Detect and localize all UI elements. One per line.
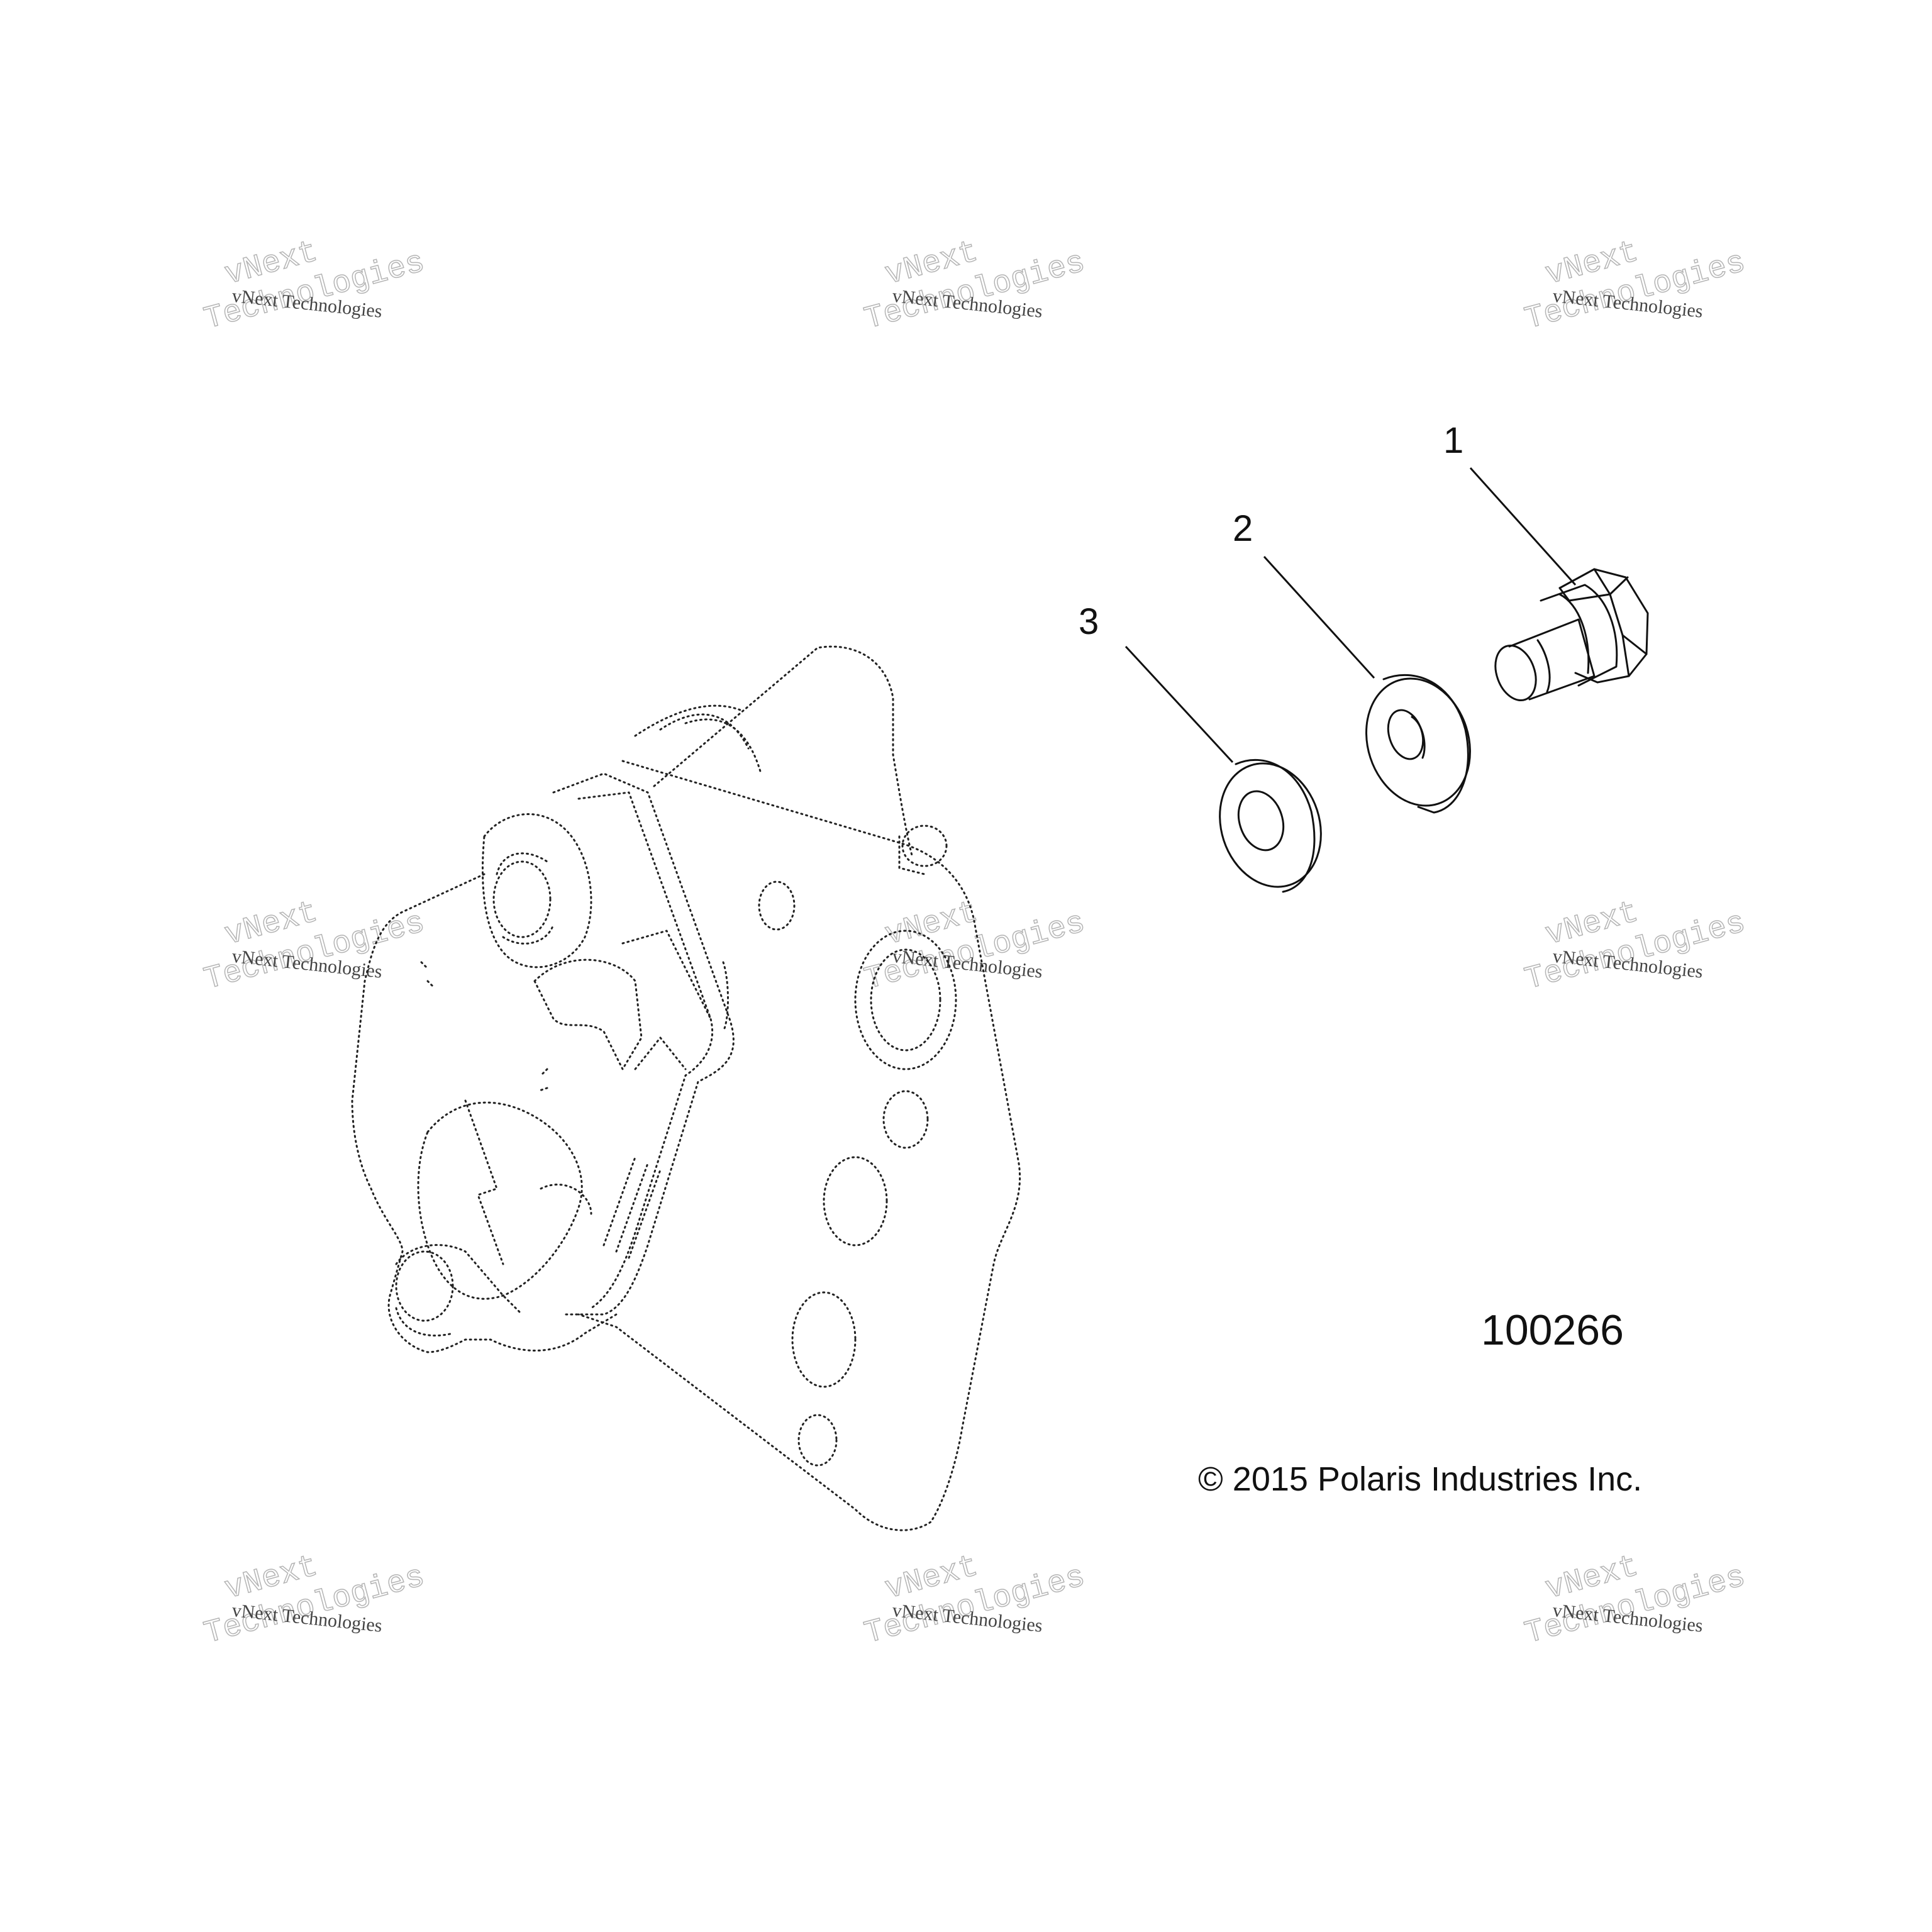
slide-pin-upper <box>492 860 552 938</box>
caliper-housing-groove <box>464 1099 592 1265</box>
caliper-detail-marks <box>536 1068 548 1092</box>
caliper-piston-ridges <box>634 704 762 775</box>
washer-3-hole <box>1237 790 1285 852</box>
leader-line-3 <box>1124 645 1234 763</box>
bolt-thread-line <box>1536 639 1551 693</box>
caliper-cutout <box>533 958 643 1070</box>
bolt-hex-top <box>1558 587 1611 602</box>
callouts: 1 2 3 <box>1079 420 1577 763</box>
bracket-hole <box>797 1414 838 1467</box>
watermark: vNext Technologies vNext Technologies <box>1521 234 1750 338</box>
washer-2-hole-edge <box>1411 716 1426 759</box>
washer-2-face <box>1365 677 1471 807</box>
pin-housing-lower <box>395 1244 523 1337</box>
watermark: vNext Technologies vNext Technologies <box>200 234 429 338</box>
watermark: vNext Technologies vNext Technologies <box>1521 1548 1750 1653</box>
bolt-tip <box>1494 644 1537 702</box>
caliper-detail-marks <box>420 961 435 989</box>
bolt-hex-facets <box>1593 568 1648 677</box>
bracket-hole <box>854 930 957 1070</box>
washer-3-thickness <box>1235 758 1316 893</box>
watermark: vNext Technologies vNext Technologies <box>200 894 429 999</box>
figure-number: 100266 <box>1481 1306 1624 1354</box>
watermark: vNext Technologies vNext Technologies <box>860 1548 1089 1653</box>
leader-line-2 <box>1263 555 1375 679</box>
bolt-shank <box>1508 618 1596 701</box>
pin-housing-upper <box>481 813 592 969</box>
bolt-flange-edge <box>1558 593 1590 674</box>
copyright-notice: © 2015 Polaris Industries Inc. <box>1198 1460 1642 1498</box>
mounting-bracket <box>577 760 1021 1531</box>
caliper-housing-inner <box>417 1101 583 1300</box>
spacer-washer-part <box>1365 674 1471 814</box>
brake-pad-friction <box>602 930 712 1259</box>
slide-pin-lower <box>395 1250 454 1322</box>
watermark: vNext Technologies vNext Technologies <box>200 1548 429 1653</box>
bolt-hex-head <box>1558 568 1649 684</box>
brake-caliper-drawing <box>351 645 1021 1531</box>
watermark: vNext Technologies vNext Technologies <box>860 234 1089 338</box>
washer-2-hole <box>1387 709 1424 760</box>
callout-2: 2 <box>1233 508 1253 549</box>
washer-3-face <box>1219 762 1322 888</box>
washer-2-thickness <box>1382 674 1469 814</box>
bleed-nipple-base <box>898 835 926 875</box>
slide-pin-upper-shaft <box>496 852 555 945</box>
bracket-hole <box>823 1156 888 1246</box>
callout-1: 1 <box>1443 420 1463 461</box>
bracket-hole <box>791 1291 857 1388</box>
bolt-flange <box>1540 584 1618 687</box>
caliper-housing <box>351 873 618 1353</box>
watermark: vNext Technologies vNext Technologies <box>860 894 1089 999</box>
brake-pad-outer <box>552 772 735 1316</box>
callout-3: 3 <box>1079 601 1099 642</box>
brake-pad-inner <box>577 791 714 1309</box>
pad-retaining-slot <box>722 961 729 1033</box>
hex-bolt-part <box>1494 568 1649 702</box>
watermark: vNext Technologies vNext Technologies <box>1521 894 1750 999</box>
watermarks: vNext Technologies vNext Technologies vN… <box>200 234 1750 1653</box>
bracket-hole <box>758 880 796 931</box>
bleed-nipple <box>901 824 948 867</box>
caliper-rear-body <box>653 645 913 857</box>
flat-washer-part <box>1219 758 1322 893</box>
leader-line-1 <box>1469 467 1577 586</box>
bracket-hole <box>870 948 941 1052</box>
bracket-hole <box>882 1090 929 1149</box>
